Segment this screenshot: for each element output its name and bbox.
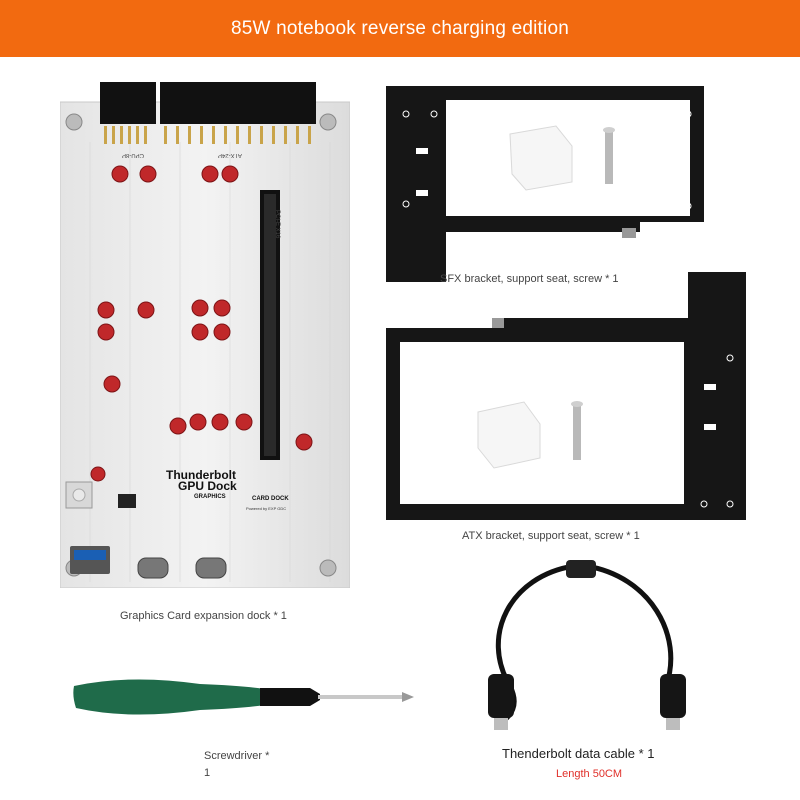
thunderbolt-cable-image — [470, 556, 710, 736]
board-brand: Thunderbolt GPU Dock GRAPHICS — [166, 468, 237, 503]
dock-caption: Graphics Card expansion dock * 1 — [120, 610, 287, 622]
screwdriver-caption-line-1: Screwdriver * — [204, 750, 270, 762]
screwdriver-image — [70, 668, 422, 732]
gpu-dock-image — [60, 82, 350, 588]
atx-connector-label: ATX-24P — [218, 152, 242, 158]
brand-line-1: Thunderbolt — [166, 468, 236, 482]
atx-caption: ATX bracket, support seat, screw * 1 — [462, 530, 640, 542]
brand-line-3: GRAPHICS — [194, 494, 226, 500]
brand-line-4: CARD DOCK — [252, 496, 289, 502]
banner-title: 85W notebook reverse charging edition — [231, 17, 569, 39]
sfx-caption: SFX bracket, support seat, screw * 1 — [440, 273, 619, 285]
sfx-bracket-image — [386, 86, 706, 282]
cpu-connector-label: CPU-8P — [122, 152, 145, 158]
screwdriver-caption-line-2: 1 — [204, 767, 211, 779]
cable-caption: Thenderbolt data cable * 1 — [502, 746, 655, 761]
cable-length-label: Length 50CM — [556, 768, 623, 780]
top-banner: 85W notebook reverse charging edition — [0, 0, 800, 57]
pcie-slot-label: PCI-E X16 — [274, 210, 280, 239]
powered-by-label: Powered by EXP GDC — [246, 506, 287, 511]
brand-line-2: GPU Dock — [178, 479, 237, 493]
atx-bracket-image — [386, 272, 748, 520]
